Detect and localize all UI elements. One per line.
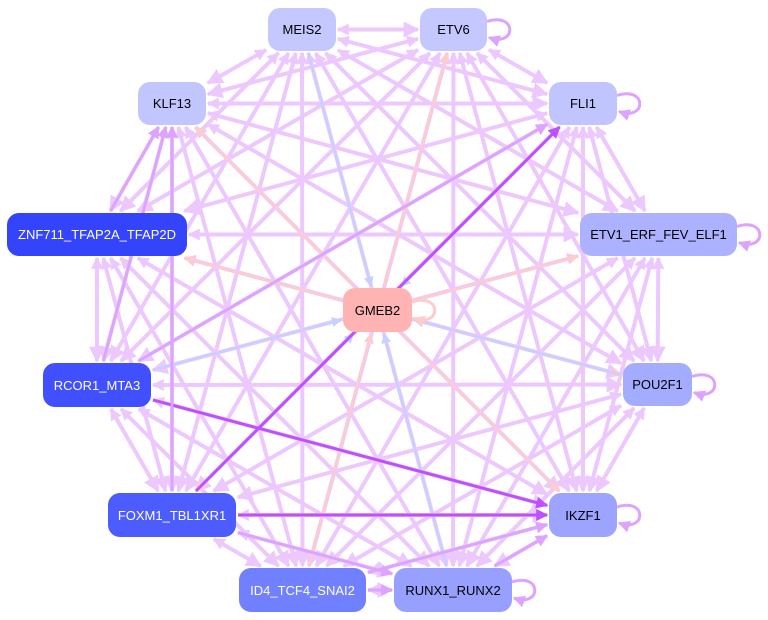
- edge-RUNX1-GMEB2: [381, 333, 448, 567]
- node-fli1[interactable]: FLI1: [549, 82, 617, 125]
- edge-IKZF1-POU2F1: [595, 406, 646, 492]
- edge-ZNF-KLF13: [109, 125, 160, 212]
- edge-MEIS2-GMEB2: [307, 52, 374, 287]
- edge-FOXM1-POU2F1: [237, 391, 623, 499]
- self-loop-FLI1: [616, 92, 642, 121]
- edge-ETV1-KLF13: [206, 110, 579, 215]
- edge-ZNF-FLI1: [183, 110, 549, 213]
- node-id4[interactable]: ID4_TCF4_SNAI2: [239, 568, 366, 612]
- node-etv6[interactable]: ETV6: [420, 8, 487, 51]
- node-etv1[interactable]: ETV1_ERF_FEV_ELF1: [580, 213, 737, 256]
- node-label: ETV1_ERF_FEV_ELF1: [590, 227, 727, 242]
- node-label: FOXM1_TBL1XR1: [117, 507, 227, 523]
- node-label: IKZF1: [565, 507, 601, 523]
- node-gmeb2[interactable]: GMEB2: [343, 288, 412, 332]
- node-label: ID4_TCF4_SNAI2: [250, 582, 355, 598]
- node-label: KLF13: [152, 96, 192, 111]
- node-runx1[interactable]: RUNX1_RUNX2: [394, 568, 512, 612]
- self-loop-IKZF1: [616, 503, 642, 533]
- edges-layer: [89, 18, 762, 608]
- edge-GMEB2-ZNF: [183, 255, 342, 302]
- node-meis2[interactable]: MEIS2: [268, 8, 336, 51]
- node-foxm1[interactable]: FOXM1_TBL1XR1: [108, 493, 236, 537]
- node-label: RCOR1_MTA3: [53, 377, 141, 393]
- edge-ID4-FOXM1: [212, 537, 262, 568]
- edge-RUNX1-IKZF1: [493, 534, 549, 568]
- node-znf[interactable]: ZNF711_TFAP2A_TFAP2D: [7, 213, 187, 256]
- edge-ID4-IKZF1: [367, 521, 549, 574]
- node-label: GMEB2: [354, 302, 401, 318]
- edge-FOXM1-RCOR1: [109, 407, 160, 492]
- edge-FOXM1-ETV1: [212, 256, 619, 493]
- edge-IKZF1-ZNF: [136, 256, 548, 496]
- node-klf13[interactable]: KLF13: [138, 82, 206, 125]
- self-loop-ETV6: [486, 18, 512, 47]
- node-label: ETV6: [437, 22, 470, 37]
- self-loop-POU2F1: [691, 373, 717, 402]
- node-label: RUNX1_RUNX2: [405, 582, 501, 598]
- edge-GMEB2-ETV6: [382, 52, 450, 287]
- edge-FLI1-ETV6: [487, 48, 548, 85]
- node-label: ZNF711_TFAP2A_TFAP2D: [18, 227, 176, 242]
- node-ikzf1[interactable]: IKZF1: [549, 493, 617, 537]
- node-pou2f1[interactable]: POU2F1: [623, 363, 692, 406]
- node-rcor1[interactable]: RCOR1_MTA3: [43, 363, 151, 407]
- edge-POU2F1-ETV1: [652, 256, 665, 362]
- edge-POU2F1-KLF13: [206, 123, 622, 365]
- edge-ETV1-FLI1: [595, 125, 647, 212]
- self-loop-ETV1: [736, 223, 762, 252]
- edge-FOXM1-ETV6: [184, 51, 442, 492]
- node-label: POU2F1: [632, 377, 683, 392]
- edge-GMEB2-IKZF1: [400, 333, 560, 492]
- node-label: MEIS2: [282, 22, 322, 37]
- edge-RCOR1-IKZF1: [152, 398, 549, 509]
- edge-ID4-POU2F1: [343, 404, 623, 568]
- edge-FOXM1-RUNX1: [237, 531, 394, 577]
- edge-GMEB2-KLF13: [194, 126, 355, 287]
- edge-POU2F1-GMEB2: [413, 317, 622, 376]
- edge-RCOR1-FLI1: [137, 123, 549, 363]
- edge-KLF13-MEIS2: [207, 48, 268, 85]
- node-label: FLI1: [569, 96, 596, 111]
- self-loop-GMEB2: [411, 298, 437, 328]
- edge-GMEB2-ETV1: [413, 253, 579, 302]
- self-loop-RUNX1: [511, 578, 537, 608]
- edge-RCOR1-GMEB2: [152, 317, 342, 372]
